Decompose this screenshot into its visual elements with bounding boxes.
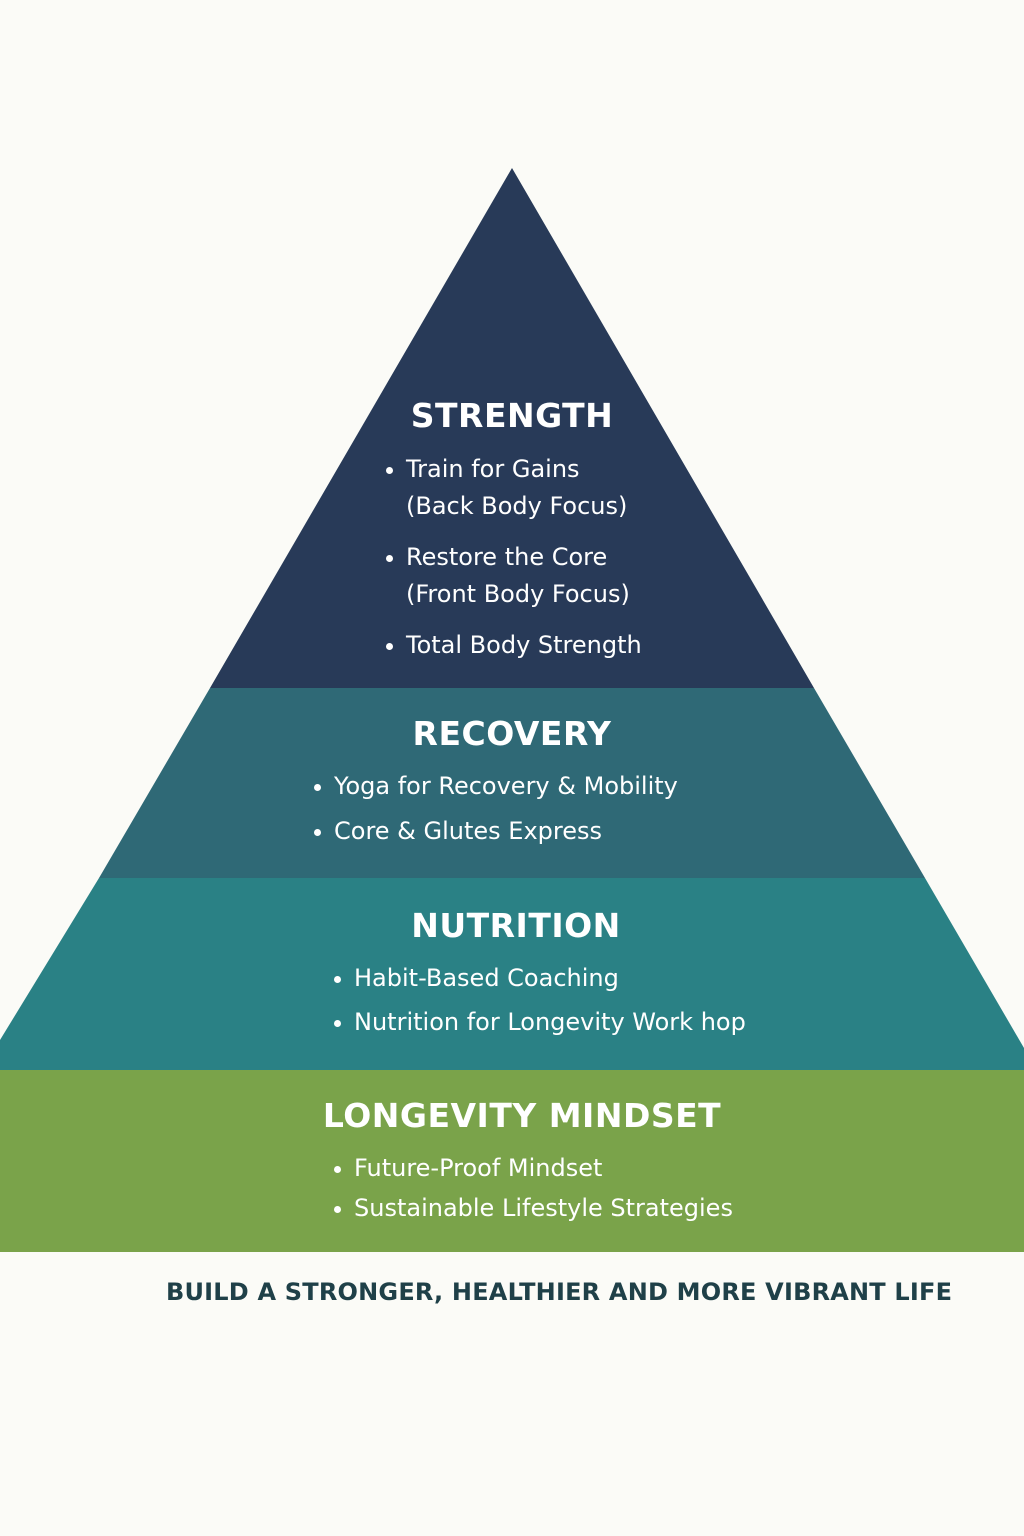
tier-longevity-mindset-title: LONGEVITY MINDSET [322, 1096, 722, 1135]
tier-recovery-shape [99, 688, 925, 878]
tier-nutrition-items: Habit-Based Coaching Nutrition for Longe… [332, 960, 746, 1041]
tier-recovery-title: RECOVERY [412, 714, 612, 753]
tier-longevity-mindset-shape [0, 1070, 1024, 1252]
tier-longevity-mindset-item: Sustainable Lifestyle Strategies [332, 1190, 733, 1227]
tier-strength-item: Total Body Strength [384, 627, 642, 664]
tier-nutrition-item: Habit-Based Coaching [332, 960, 746, 997]
tier-strength-item: Restore the Core (Front Body Focus) [384, 539, 642, 613]
tier-recovery-items: Yoga for Recovery & Mobility Core & Glut… [312, 768, 678, 850]
tier-recovery-item: Core & Glutes Express [312, 813, 678, 850]
tagline: BUILD A STRONGER, HEALTHIER AND MORE VIB… [166, 1278, 953, 1306]
tier-nutrition-item: Nutrition for Longevity Work hop [332, 1004, 746, 1041]
tier-strength-shape [210, 168, 814, 688]
tier-nutrition-shape [0, 878, 1024, 1070]
tier-longevity-mindset-items: Future-Proof Mindset Sustainable Lifesty… [332, 1150, 733, 1227]
tier-strength-items: Train for Gains (Back Body Focus) Restor… [384, 451, 642, 664]
tier-strength-item: Train for Gains (Back Body Focus) [384, 451, 642, 525]
tier-longevity-mindset-item: Future-Proof Mindset [332, 1150, 733, 1187]
tier-nutrition-title: NUTRITION [411, 906, 621, 945]
tier-strength-title: STRENGTH [410, 396, 614, 435]
tier-recovery-item: Yoga for Recovery & Mobility [312, 768, 678, 805]
